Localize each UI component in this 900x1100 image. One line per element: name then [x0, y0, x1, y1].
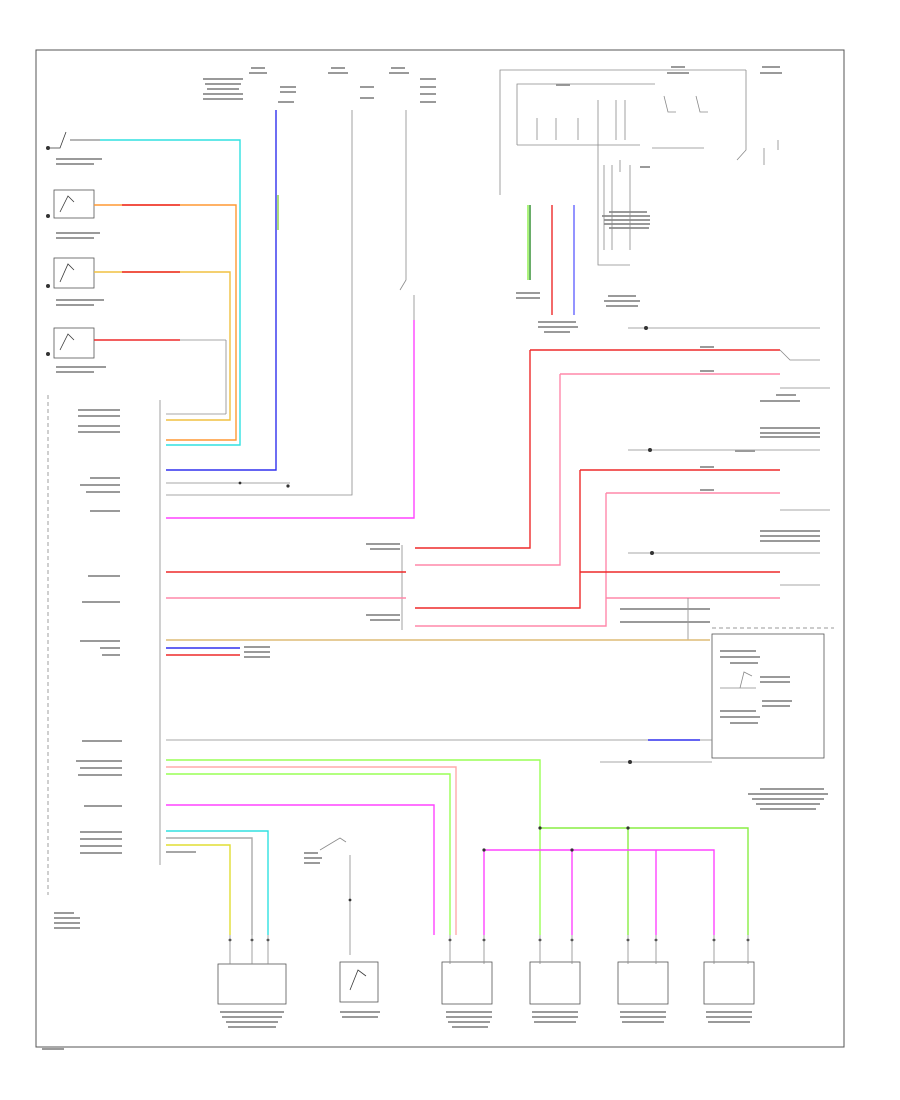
relay-block-top — [499, 69, 779, 307]
wire-violet-trunk — [166, 804, 435, 935]
right-upper-connectors — [415, 326, 830, 627]
wire-lt-grn-lock — [166, 759, 541, 935]
door-switch-group — [46, 131, 106, 373]
diagram-frame — [35, 49, 845, 1048]
wire-violet — [166, 320, 415, 519]
switch-icon — [53, 189, 95, 219]
wire-orange-2 — [94, 204, 237, 441]
splice-labels — [366, 543, 403, 630]
right-module — [711, 627, 834, 759]
splice-icon — [538, 826, 542, 830]
wire-blu-main — [166, 110, 277, 471]
bottom-devices — [217, 898, 755, 1028]
motor-icon — [217, 963, 287, 1005]
switch-icon — [53, 257, 95, 289]
wire-lt-blu-1 — [100, 139, 241, 446]
wire-pink-dl2 — [166, 766, 457, 935]
wire-lt-grn-dl3 — [166, 773, 451, 935]
top-fuse-labels — [203, 66, 782, 229]
control-unit-pin-labels — [42, 409, 122, 1050]
wire-lt-blu-sensor — [166, 830, 269, 935]
switch-icon — [53, 327, 95, 359]
wire-yel-3 — [94, 271, 231, 421]
